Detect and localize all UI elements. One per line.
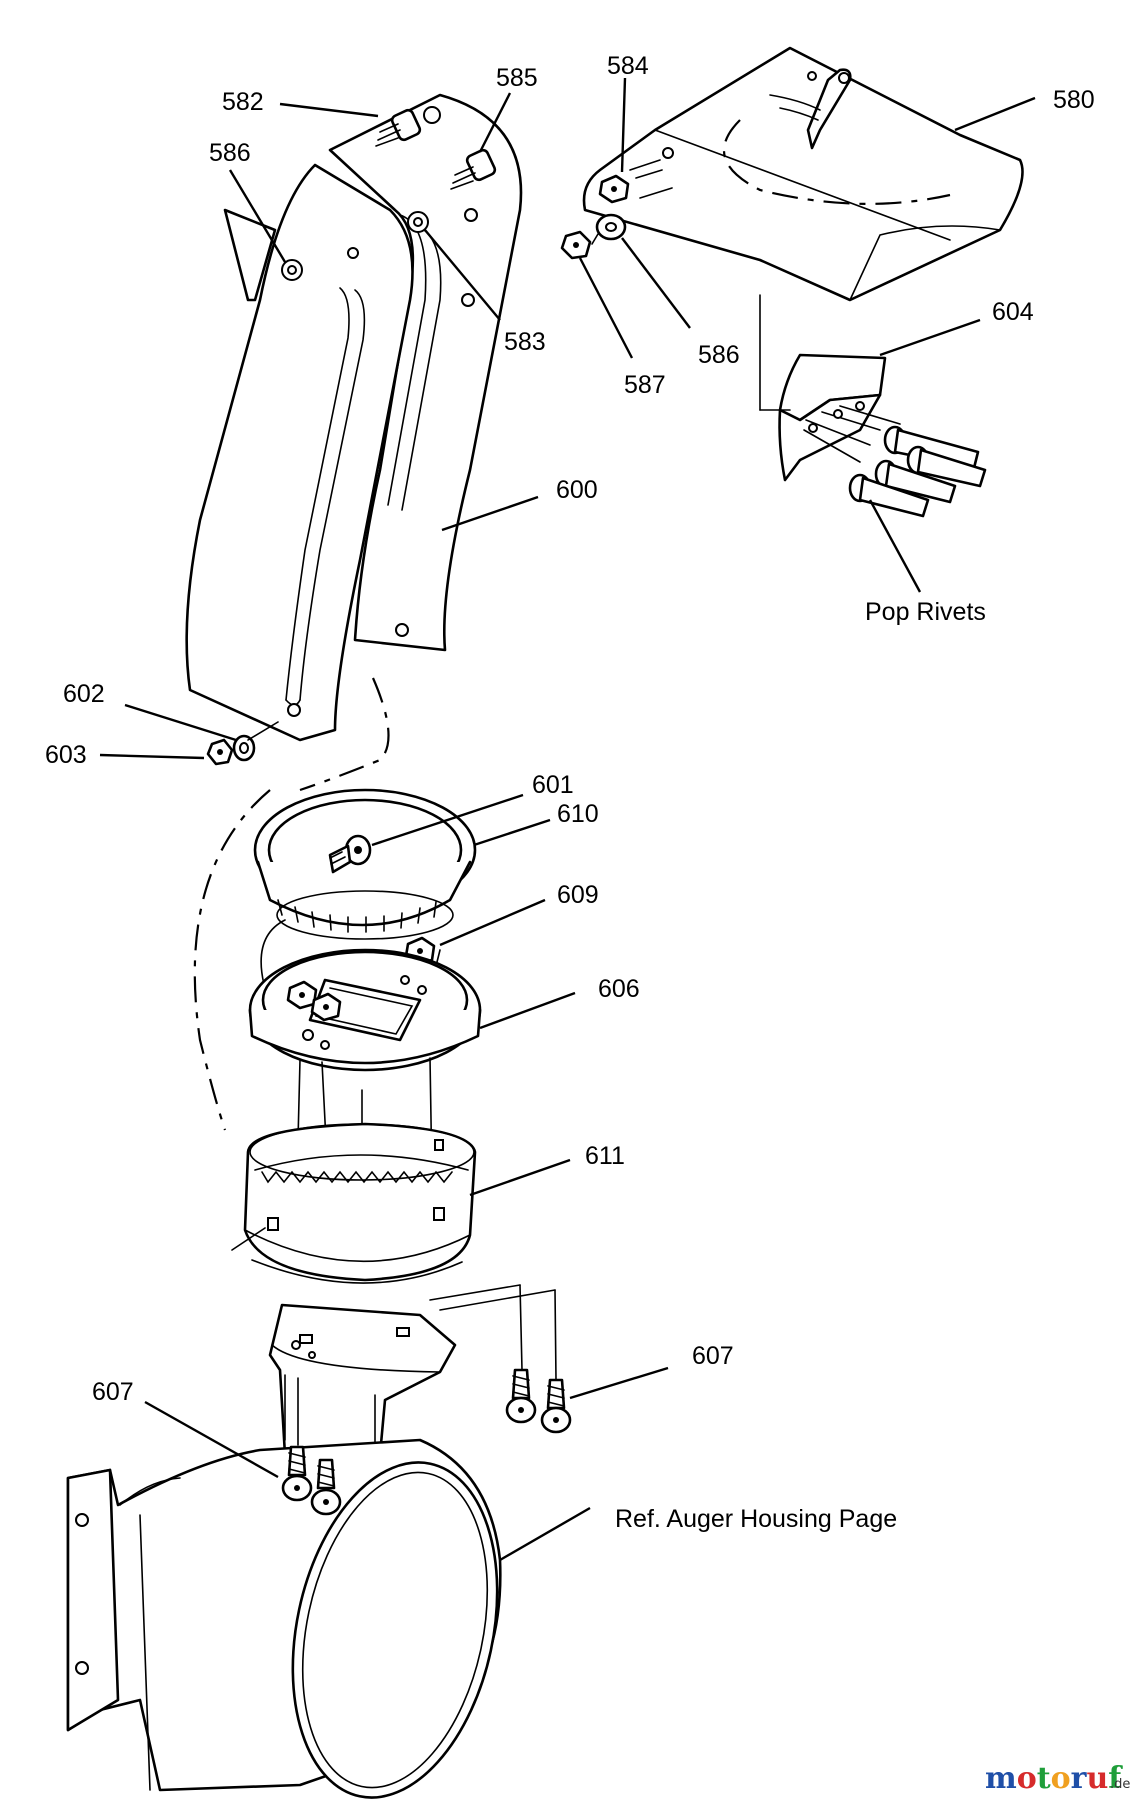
bolt-585-icon (450, 148, 497, 190)
chute-bracket-tab (223, 208, 277, 302)
callout-609: 609 (557, 881, 599, 909)
callout-585: 585 (496, 64, 538, 92)
callout-583: 583 (504, 328, 546, 356)
callout-603: 603 (45, 741, 87, 769)
callout-600: 600 (556, 476, 598, 504)
bolt-582-icon (375, 106, 441, 147)
callout-607-right: 607 (692, 1342, 734, 1370)
watermark-letter: r (1071, 1761, 1088, 1796)
watermark-letter: m (985, 1761, 1017, 1796)
callout-602: 602 (63, 680, 105, 708)
deflector-handle (806, 68, 852, 150)
callout-606: 606 (598, 975, 640, 1003)
watermark-letter: o (1051, 1761, 1071, 1796)
plate-606 (248, 948, 482, 1072)
pop-rivets-icon (803, 401, 987, 518)
label-pop-rivets: Pop Rivets (865, 598, 986, 626)
callout-611: 611 (585, 1142, 625, 1170)
label-ref-auger-housing: Ref. Auger Housing Page (615, 1505, 897, 1533)
chute-plate-front (185, 163, 414, 742)
callout-582: 582 (222, 88, 264, 116)
watermark-suffix: .de (1110, 1777, 1130, 1792)
callout-586-chute: 586 (209, 139, 251, 167)
shield-604 (759, 294, 887, 482)
bolt-607-right-2-icon (540, 1378, 572, 1434)
callout-584: 584 (607, 52, 649, 80)
watermark-letter: f (1108, 1761, 1123, 1796)
callout-587: 587 (624, 371, 666, 399)
washer-586-deflector-icon (595, 213, 627, 241)
nut-584-icon (598, 174, 630, 204)
callout-586-deflector: 586 (698, 341, 740, 369)
bolt-607-right-1-icon (505, 1368, 537, 1424)
watermark-letter: u (1086, 1761, 1108, 1796)
nut-587-icon (560, 230, 592, 260)
watermark-letter: t (1037, 1761, 1051, 1796)
bolt-607-left-1-icon (281, 1445, 313, 1502)
callout-604: 604 (992, 298, 1034, 326)
watermark-letter: o (1017, 1761, 1037, 1796)
auger-housing-cylinder (66, 1438, 502, 1799)
bolt-607-left-2-icon (310, 1458, 342, 1516)
callout-580: 580 (1053, 86, 1095, 114)
screw-601-icon (328, 834, 372, 874)
washer-602-icon (232, 734, 256, 762)
motoruf-watermark: motoruf .de (985, 1761, 1130, 1796)
callout-610: 610 (557, 800, 599, 828)
watermark-brand: motoruf (985, 1761, 1123, 1796)
nut-603-icon (206, 738, 234, 766)
nut-plate-left-icon (286, 980, 318, 1010)
deflector-assembly (582, 46, 1024, 302)
ring-610 (253, 788, 477, 940)
nut-plate-right-icon (310, 992, 342, 1022)
callout-607-left: 607 (92, 1378, 134, 1406)
gear-ring-611 (231, 1122, 477, 1284)
chute-assembly (185, 93, 523, 792)
callout-601: 601 (532, 771, 574, 799)
leader-lines (99, 77, 1036, 1562)
